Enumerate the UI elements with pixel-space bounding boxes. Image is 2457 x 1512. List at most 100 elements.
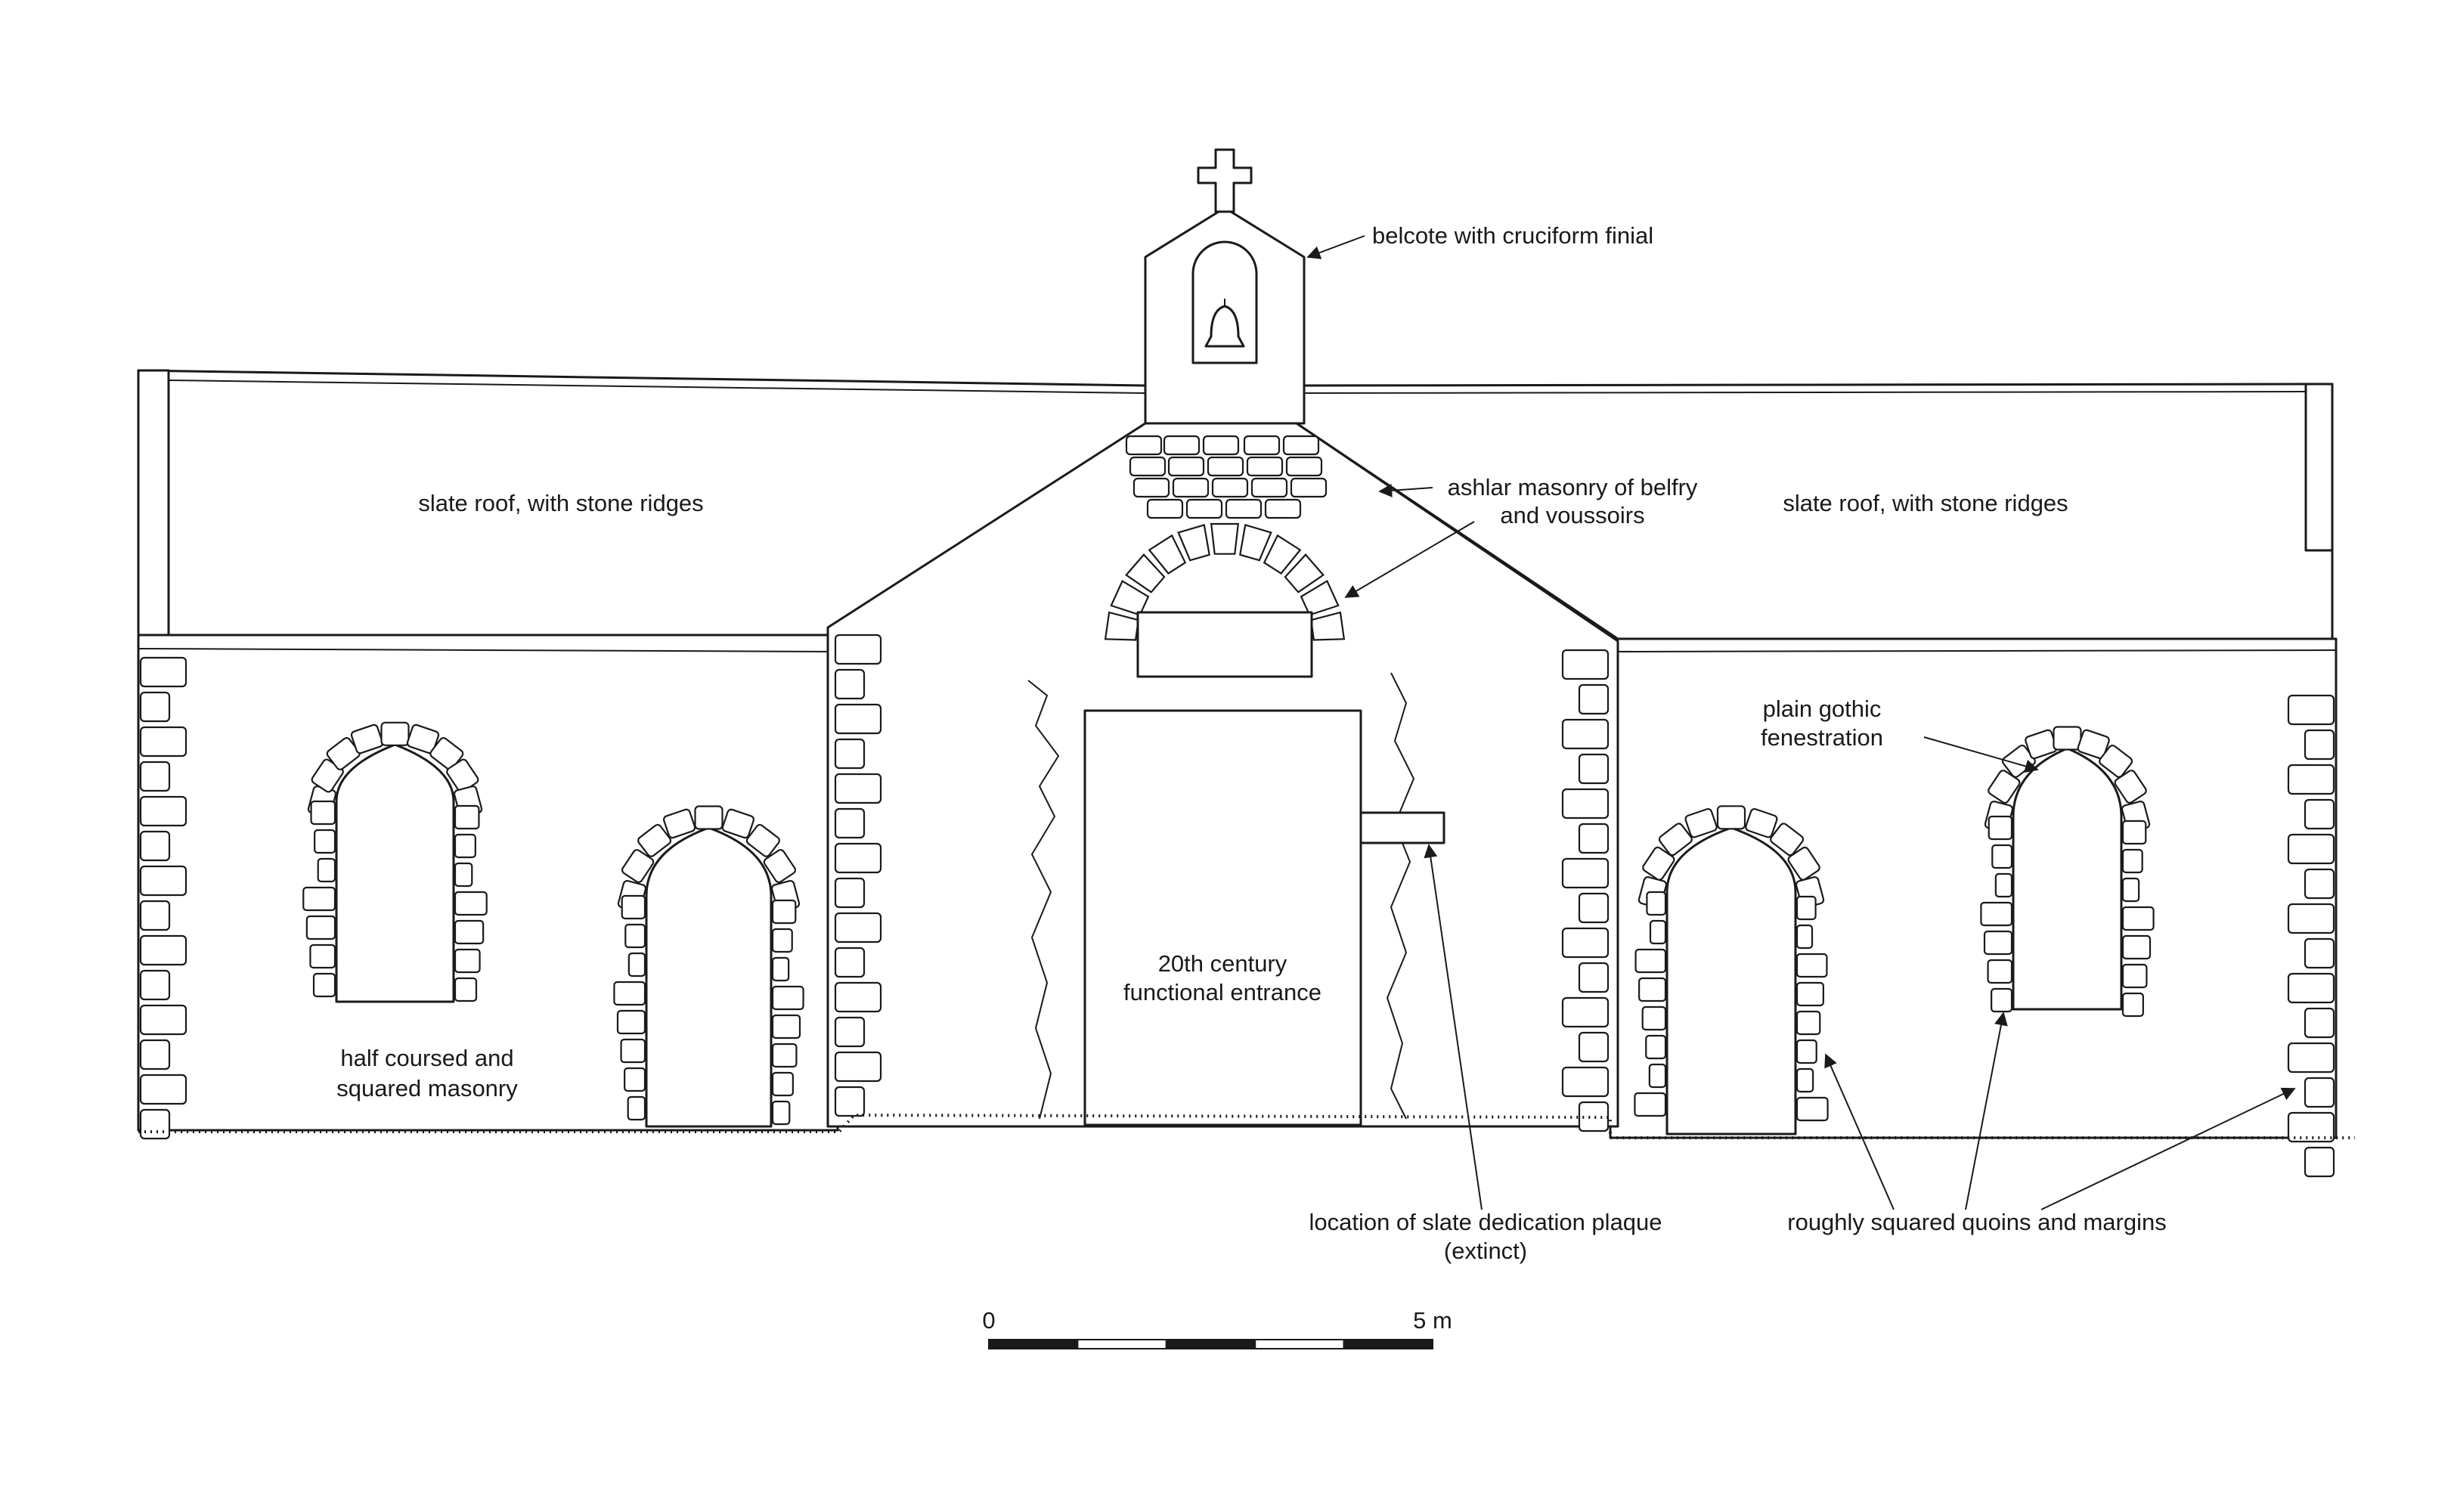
jamb-stone (312, 972, 336, 998)
quoin-stone (834, 1016, 866, 1048)
jamb-stone (1988, 815, 2013, 841)
scale-bar-segment (1254, 1339, 1345, 1349)
ashlar-stone (1243, 435, 1281, 456)
quoin-stone (1561, 718, 1610, 750)
voussoir-stone (1684, 807, 1718, 838)
quoin-stone (834, 807, 866, 839)
jamb-stone (1648, 1063, 1667, 1089)
voussoir-stone (2114, 770, 2147, 804)
ashlar-stone (1125, 435, 1163, 456)
quoin-stone (2304, 868, 2335, 900)
voussoir-stone (2053, 726, 2082, 751)
quoin-stone (139, 1074, 187, 1105)
jamb-stone (1796, 1067, 1814, 1093)
voussoir-stone (1716, 805, 1746, 830)
quoin-stone (834, 773, 882, 804)
quoin-stone (1578, 892, 1610, 924)
scale-bar: 0 5 m (982, 1307, 1452, 1349)
voussoir-stone (637, 823, 672, 857)
voussoir-stone (1745, 807, 1778, 838)
quoin-stone (2304, 1077, 2335, 1108)
window-right (2012, 747, 2123, 1011)
voussoir-stone (2099, 744, 2133, 778)
jamb-stone (454, 891, 488, 916)
jamb-stone (1991, 844, 2013, 869)
jamb-stone (771, 1014, 801, 1040)
voussoir-stone (1642, 846, 1675, 881)
jamb-stone (1645, 1034, 1667, 1060)
quoin-stone (2287, 764, 2335, 795)
quoin-stone (139, 1108, 171, 1140)
quoin-stone (1578, 962, 1610, 993)
jamb-stone (1994, 872, 2013, 898)
quoin-stone (834, 634, 882, 665)
jamb-stone (1796, 895, 1817, 921)
jamb-stone (1991, 987, 2013, 1013)
voussoir-stone (1263, 534, 1302, 575)
jamb-stone (771, 1100, 791, 1126)
quoin-stone (834, 947, 866, 978)
jamb-stone (771, 1043, 798, 1068)
quoin-stone (834, 1051, 882, 1083)
quoin-stone (139, 795, 187, 827)
jamb-stone (771, 928, 793, 953)
scale-bar-segment (988, 1339, 1079, 1349)
voussoir-stone (1309, 611, 1346, 641)
jamb-stone (309, 943, 336, 969)
label-plaque-2: (extinct) (1444, 1238, 1527, 1264)
ashlar-stone (1264, 498, 1302, 519)
quoin-stone (1561, 1066, 1610, 1098)
jamb-stone (1796, 1096, 1829, 1122)
dedication-plaque-location (1359, 811, 1445, 844)
jamb-stone (454, 862, 473, 888)
quoin-stones (139, 634, 2335, 1178)
quoin-stone (139, 900, 171, 931)
voussoir-stone (1658, 823, 1693, 857)
quoin-stone (2287, 694, 2335, 726)
jamb-stone (1649, 919, 1667, 945)
quoin-stone (834, 981, 882, 1013)
quoin-stone (2304, 1007, 2335, 1039)
jamb-stone (1796, 1039, 1817, 1064)
quoin-stone (1561, 927, 1610, 959)
gothic-openings (302, 721, 2155, 1136)
quoin-stone (834, 1086, 866, 1117)
ashlar-stone (1167, 456, 1205, 477)
quoin-stone (139, 691, 171, 723)
quoin-stone (139, 1004, 187, 1036)
jamb-stone (771, 899, 797, 925)
quoin-stone (139, 1039, 171, 1070)
quoin-stone (1578, 683, 1610, 715)
door-left (645, 826, 773, 1128)
quoin-stone (2304, 729, 2335, 761)
ashlar-stone (1132, 477, 1170, 498)
jamb-stone (310, 800, 336, 826)
ashlar-stone (1225, 498, 1263, 519)
quoin-stone (139, 969, 171, 1001)
jamb-stone (620, 1038, 646, 1064)
quoin-stone (1561, 857, 1610, 889)
jamb-stone (1987, 959, 2013, 984)
voussoir-stone (1110, 580, 1150, 616)
voussoir-stone (350, 723, 384, 754)
quoin-stone (1561, 649, 1610, 680)
scale-bar-segment (1077, 1339, 1167, 1349)
leader-lines (1306, 235, 2296, 1210)
jamb-stone (771, 1071, 794, 1097)
voussoir-stone (745, 823, 780, 857)
door-right (1665, 826, 1797, 1136)
voussoir-stone (2077, 729, 2110, 760)
quoin-stone (1578, 823, 1610, 854)
label-entrance-1: 20th century (1158, 950, 1287, 977)
voussoir-stone (1239, 523, 1272, 562)
quoin-stone (2304, 937, 2335, 969)
label-gothic-2: fenestration (1761, 724, 1883, 751)
label-roof-right: slate roof, with stone ridges (1783, 490, 2068, 516)
jamb-stone (454, 919, 485, 945)
ashlar-stone (1285, 456, 1323, 477)
ashlar-stone (1146, 498, 1184, 519)
label-ashlar-2: and voussoirs (1500, 502, 1644, 528)
voussoir-stone (1177, 523, 1210, 562)
voussoir-stone (721, 808, 755, 839)
jamb-stone (454, 948, 481, 974)
